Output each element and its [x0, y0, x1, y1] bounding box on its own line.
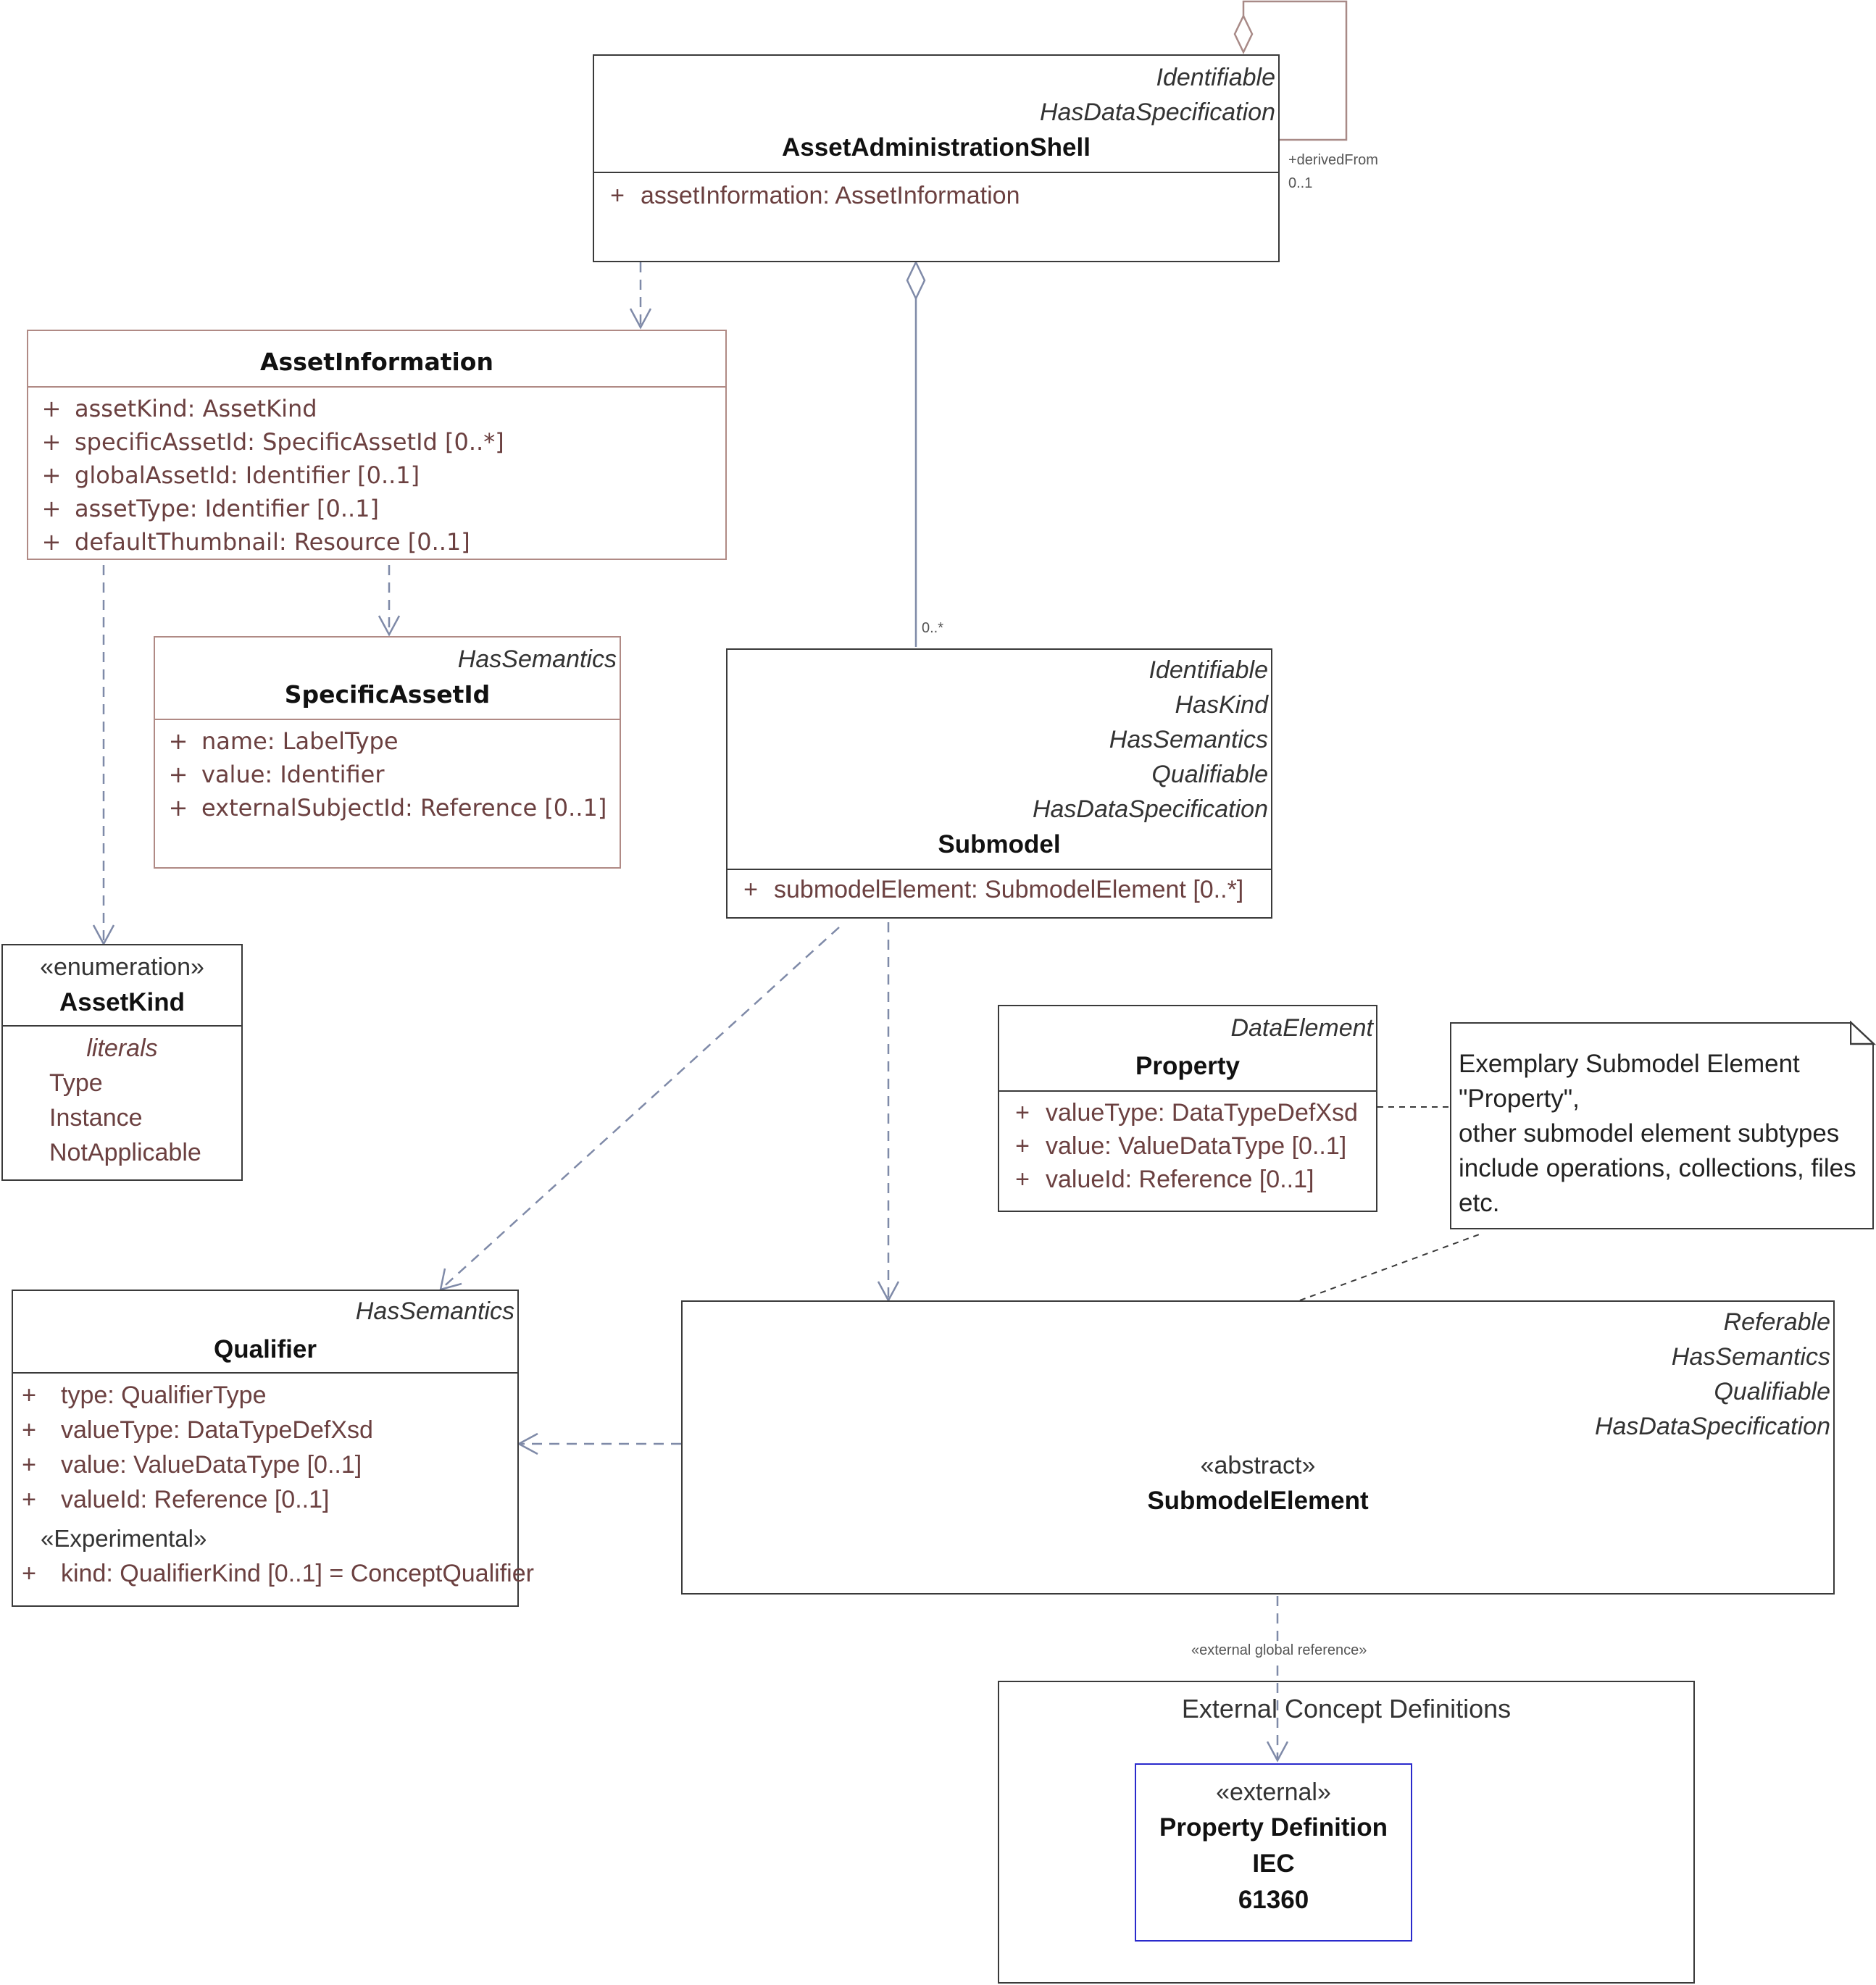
attribute-row: +externalSubjectId: Reference [0..1] — [168, 794, 607, 822]
experimental-stereotype: «Experimental» — [41, 1525, 207, 1552]
derivedfrom-multiplicity-label: 0..1 — [1288, 175, 1313, 191]
arrowhead-submodelelement-external — [1266, 1741, 1289, 1763]
attribute-row: +value: ValueDataType [0..1] — [22, 1451, 362, 1479]
class-asset-administration-shell[interactable]: Identifiable HasDataSpecification AssetA… — [593, 54, 1280, 262]
attribute-row: +value: Identifier — [168, 761, 385, 788]
class-property[interactable]: DataElement Property +valueType: DataTyp… — [998, 1005, 1377, 1212]
stereotype-hassemantics: HasSemantics — [1671, 1343, 1830, 1371]
note-exemplary-submodel-element: Exemplary Submodel Element "Property", o… — [1450, 1022, 1874, 1229]
attribute-row: +type: QualifierType — [22, 1382, 267, 1409]
class-name: Submodel — [938, 830, 1061, 858]
attribute-row: +kind: QualifierKind [0..1] = ConceptQua… — [22, 1560, 534, 1587]
note-line: etc. — [1459, 1189, 1500, 1217]
submodel-multiplicity-label: 0..* — [922, 620, 944, 636]
dep-submodel-qualifier — [440, 927, 840, 1290]
note-anchor-submodelelement — [1299, 1233, 1482, 1301]
frame-title: External Concept Definitions — [1181, 1694, 1512, 1723]
attribute-row: +defaultThumbnail: Resource [0..1] — [41, 528, 470, 556]
stereotype-enumeration: «enumeration» — [40, 953, 204, 981]
class-name: Qualifier — [214, 1335, 317, 1363]
class-name: AssetKind — [59, 988, 185, 1016]
stereotype-dataelement: DataElement — [1230, 1014, 1373, 1042]
attribute-row: +assetKind: AssetKind — [41, 395, 317, 422]
attribute-row: +submodelElement: SubmodelElement [0..*] — [743, 876, 1244, 903]
class-name-line: Property Definition IEC — [1159, 1813, 1388, 1878]
class-asset-kind[interactable]: «enumeration» AssetKind literals Type In… — [1, 944, 243, 1181]
attribute-row: +valueId: Reference [0..1] — [22, 1486, 330, 1513]
note-line: other submodel element subtypes — [1459, 1119, 1840, 1148]
note-line: Exemplary Submodel Element — [1459, 1050, 1800, 1078]
derivedfrom-diamond-icon — [1233, 14, 1254, 54]
literal-item: Instance — [49, 1104, 143, 1132]
class-property-definition-iec[interactable]: «external» Property Definition IEC 61360 — [1135, 1763, 1412, 1942]
aggregation-diamond-icon — [906, 260, 926, 301]
literal-item: Type — [49, 1069, 103, 1097]
stereotype-hasdataspecification: HasDataSpecification — [1032, 795, 1268, 823]
note-line: "Property", — [1459, 1085, 1580, 1113]
class-name-line: 61360 — [1238, 1886, 1309, 1914]
stereotype-identifiable: Identifiable — [1156, 64, 1275, 91]
class-submodel-element[interactable]: Referable HasSemantics Qualifiable HasDa… — [681, 1300, 1835, 1595]
class-name: AssetAdministrationShell — [782, 133, 1091, 162]
stereotype-identifiable: Identifiable — [1148, 656, 1268, 684]
stereotype-qualifiable: Qualifiable — [1714, 1378, 1830, 1405]
class-name: AssetInformation — [260, 348, 493, 376]
attribute-row: +name: LabelType — [168, 727, 399, 755]
class-name: Property — [1135, 1052, 1240, 1080]
class-submodel[interactable]: Identifiable HasKind HasSemantics Qualif… — [726, 648, 1272, 919]
stereotype-referable: Referable — [1723, 1308, 1830, 1336]
stereotype-abstract: «abstract» — [1200, 1452, 1316, 1479]
class-name: SpecificAssetId — [284, 680, 491, 709]
attribute-row: +valueId: Reference [0..1] — [1015, 1166, 1314, 1193]
attribute-row: +value: ValueDataType [0..1] — [1015, 1132, 1347, 1160]
attribute-row: +assetInformation: AssetInformation — [610, 182, 1020, 209]
note-line: include operations, collections, files — [1459, 1154, 1856, 1182]
frame-external-concept-definitions[interactable]: External Concept Definitions — [998, 1681, 1695, 1984]
note-folded-corner-icon — [1850, 1021, 1876, 1047]
attribute-row: +assetType: Identifier [0..1] — [41, 495, 379, 522]
attribute-row: +valueType: DataTypeDefXsd — [22, 1416, 373, 1444]
arrowhead-assetinfo-specificassetid — [378, 615, 401, 637]
literals-header: literals — [86, 1035, 158, 1062]
literal-item: NotApplicable — [49, 1139, 201, 1166]
derivedfrom-role-label: +derivedFrom — [1288, 152, 1378, 168]
stereotype-external: «external» — [1216, 1779, 1331, 1806]
stereotype-hassemantics: HasSemantics — [457, 645, 617, 673]
class-qualifier[interactable]: HasSemantics Qualifier +type: QualifierT… — [12, 1290, 534, 1607]
class-name: SubmodelElement — [1147, 1487, 1369, 1515]
stereotype-haskind: HasKind — [1175, 691, 1268, 719]
stereotype-qualifiable: Qualifiable — [1151, 761, 1268, 788]
external-reference-label: «external global reference» — [1190, 1642, 1369, 1659]
class-specific-asset-id[interactable]: HasSemantics SpecificAssetId +name: Labe… — [154, 636, 621, 869]
arrowhead-submodelelement-qualifier — [517, 1432, 538, 1455]
attribute-row: +specificAssetId: SpecificAssetId [0..*] — [41, 428, 504, 456]
stereotype-hassemantics: HasSemantics — [1109, 726, 1268, 753]
class-asset-information[interactable]: AssetInformation +assetKind: AssetKind +… — [27, 330, 727, 560]
stereotype-hasdataspecification: HasDataSpecification — [1594, 1413, 1830, 1440]
attribute-row: +globalAssetId: Identifier [0..1] — [41, 461, 420, 489]
arrowhead-aas-assetinformation — [629, 308, 652, 330]
stereotype-hasdataspecification: HasDataSpecification — [1039, 99, 1275, 126]
stereotype-hassemantics: HasSemantics — [355, 1297, 514, 1325]
attribute-row: +valueType: DataTypeDefXsd — [1015, 1099, 1358, 1127]
